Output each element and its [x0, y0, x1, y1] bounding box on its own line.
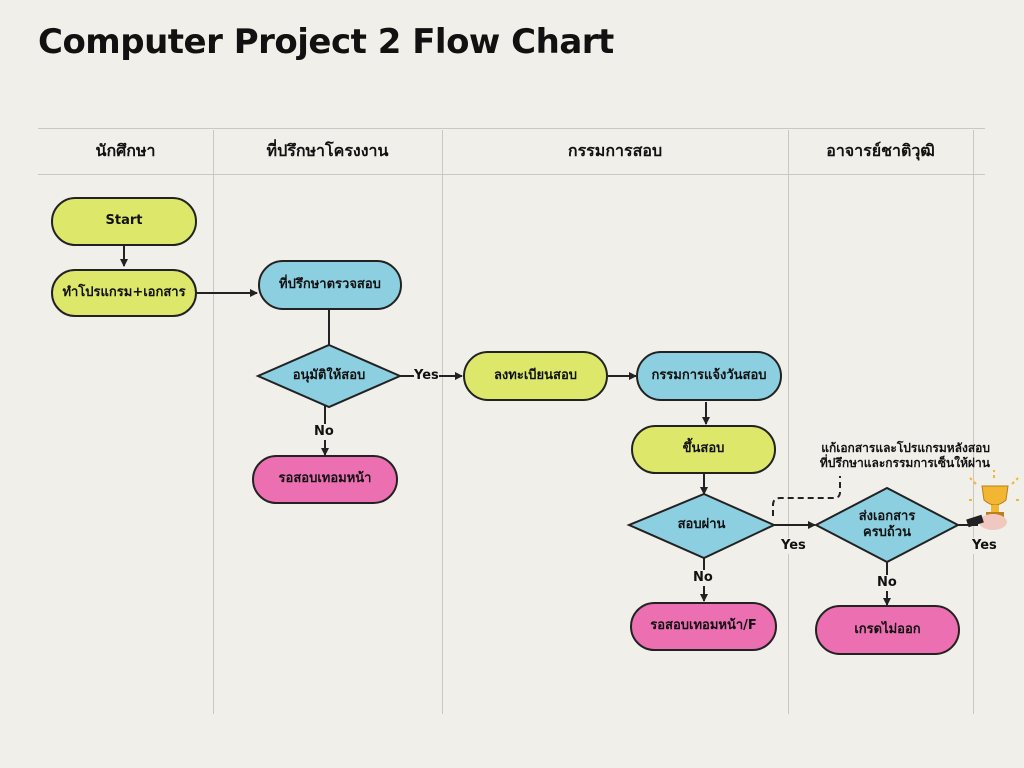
lane-divider	[442, 130, 443, 714]
take-exam-node: ขึ้นสอบ	[631, 425, 776, 474]
decision-submit-docs	[813, 486, 961, 564]
pass-no-label: No	[693, 570, 713, 586]
submit-docs-line2: ครบถ้วน	[863, 525, 911, 540]
lane-header-top-border	[38, 128, 985, 129]
lane-divider	[213, 130, 214, 714]
edge-dashed-note	[772, 476, 841, 516]
start-node: Start	[51, 197, 197, 246]
revision-note: แก้เอกสารและโปรแกรมหลังสอบ ที่ปรึกษาและก…	[770, 441, 990, 471]
submit-docs-line1: ส่งเอกสาร	[858, 508, 916, 524]
trophy-icon	[966, 470, 1022, 530]
revision-note-line2: ที่ปรึกษาและกรรมการเซ็นให้ผ่าน	[819, 456, 990, 470]
lane-divider	[973, 130, 974, 714]
lane-header-instructor: อาจารย์ชาติวุฒิ	[826, 140, 935, 160]
pass-yes-label: Yes	[781, 538, 806, 554]
wait-next-term-node: รอสอบเทอมหน้า	[252, 455, 398, 504]
approve-exam-label: อนุมัติให้สอบ	[292, 367, 366, 383]
wait-next-term-f-node: รอสอบเทอมหน้า/F	[630, 602, 777, 651]
submit-docs-label: ส่งเอกสาร ครบถ้วน	[816, 507, 958, 543]
decision-approve-exam	[255, 343, 403, 409]
approve-yes-label: Yes	[414, 368, 439, 384]
lane-divider	[788, 130, 789, 714]
committee-notify-date-node: กรรมการแจ้งวันสอบ	[636, 351, 782, 401]
lane-header-committee: กรรมการสอบ	[567, 140, 663, 160]
submit-no-label: No	[877, 575, 897, 591]
lane-header-advisor: ที่ปรึกษาโครงงาน	[266, 140, 389, 160]
lane-header-student: นักศึกษา	[95, 140, 156, 160]
lane-header-bottom-border	[38, 174, 985, 175]
revision-note-line1: แก้เอกสารและโปรแกรมหลังสอบ	[821, 441, 990, 455]
pass-exam-label: สอบผ่าน	[677, 516, 726, 532]
submit-yes-label: Yes	[972, 538, 997, 554]
program-docs-node: ทำโปรแกรม+เอกสาร	[51, 269, 197, 317]
advisor-review-node: ที่ปรึกษาตรวจสอบ	[258, 260, 402, 310]
decision-pass-exam	[626, 492, 777, 560]
no-grade-node: เกรดไม่ออก	[815, 605, 960, 655]
page-title: Computer Project 2 Flow Chart	[38, 22, 614, 62]
approve-no-label: No	[314, 424, 334, 440]
register-exam-node: ลงทะเบียนสอบ	[463, 351, 608, 401]
